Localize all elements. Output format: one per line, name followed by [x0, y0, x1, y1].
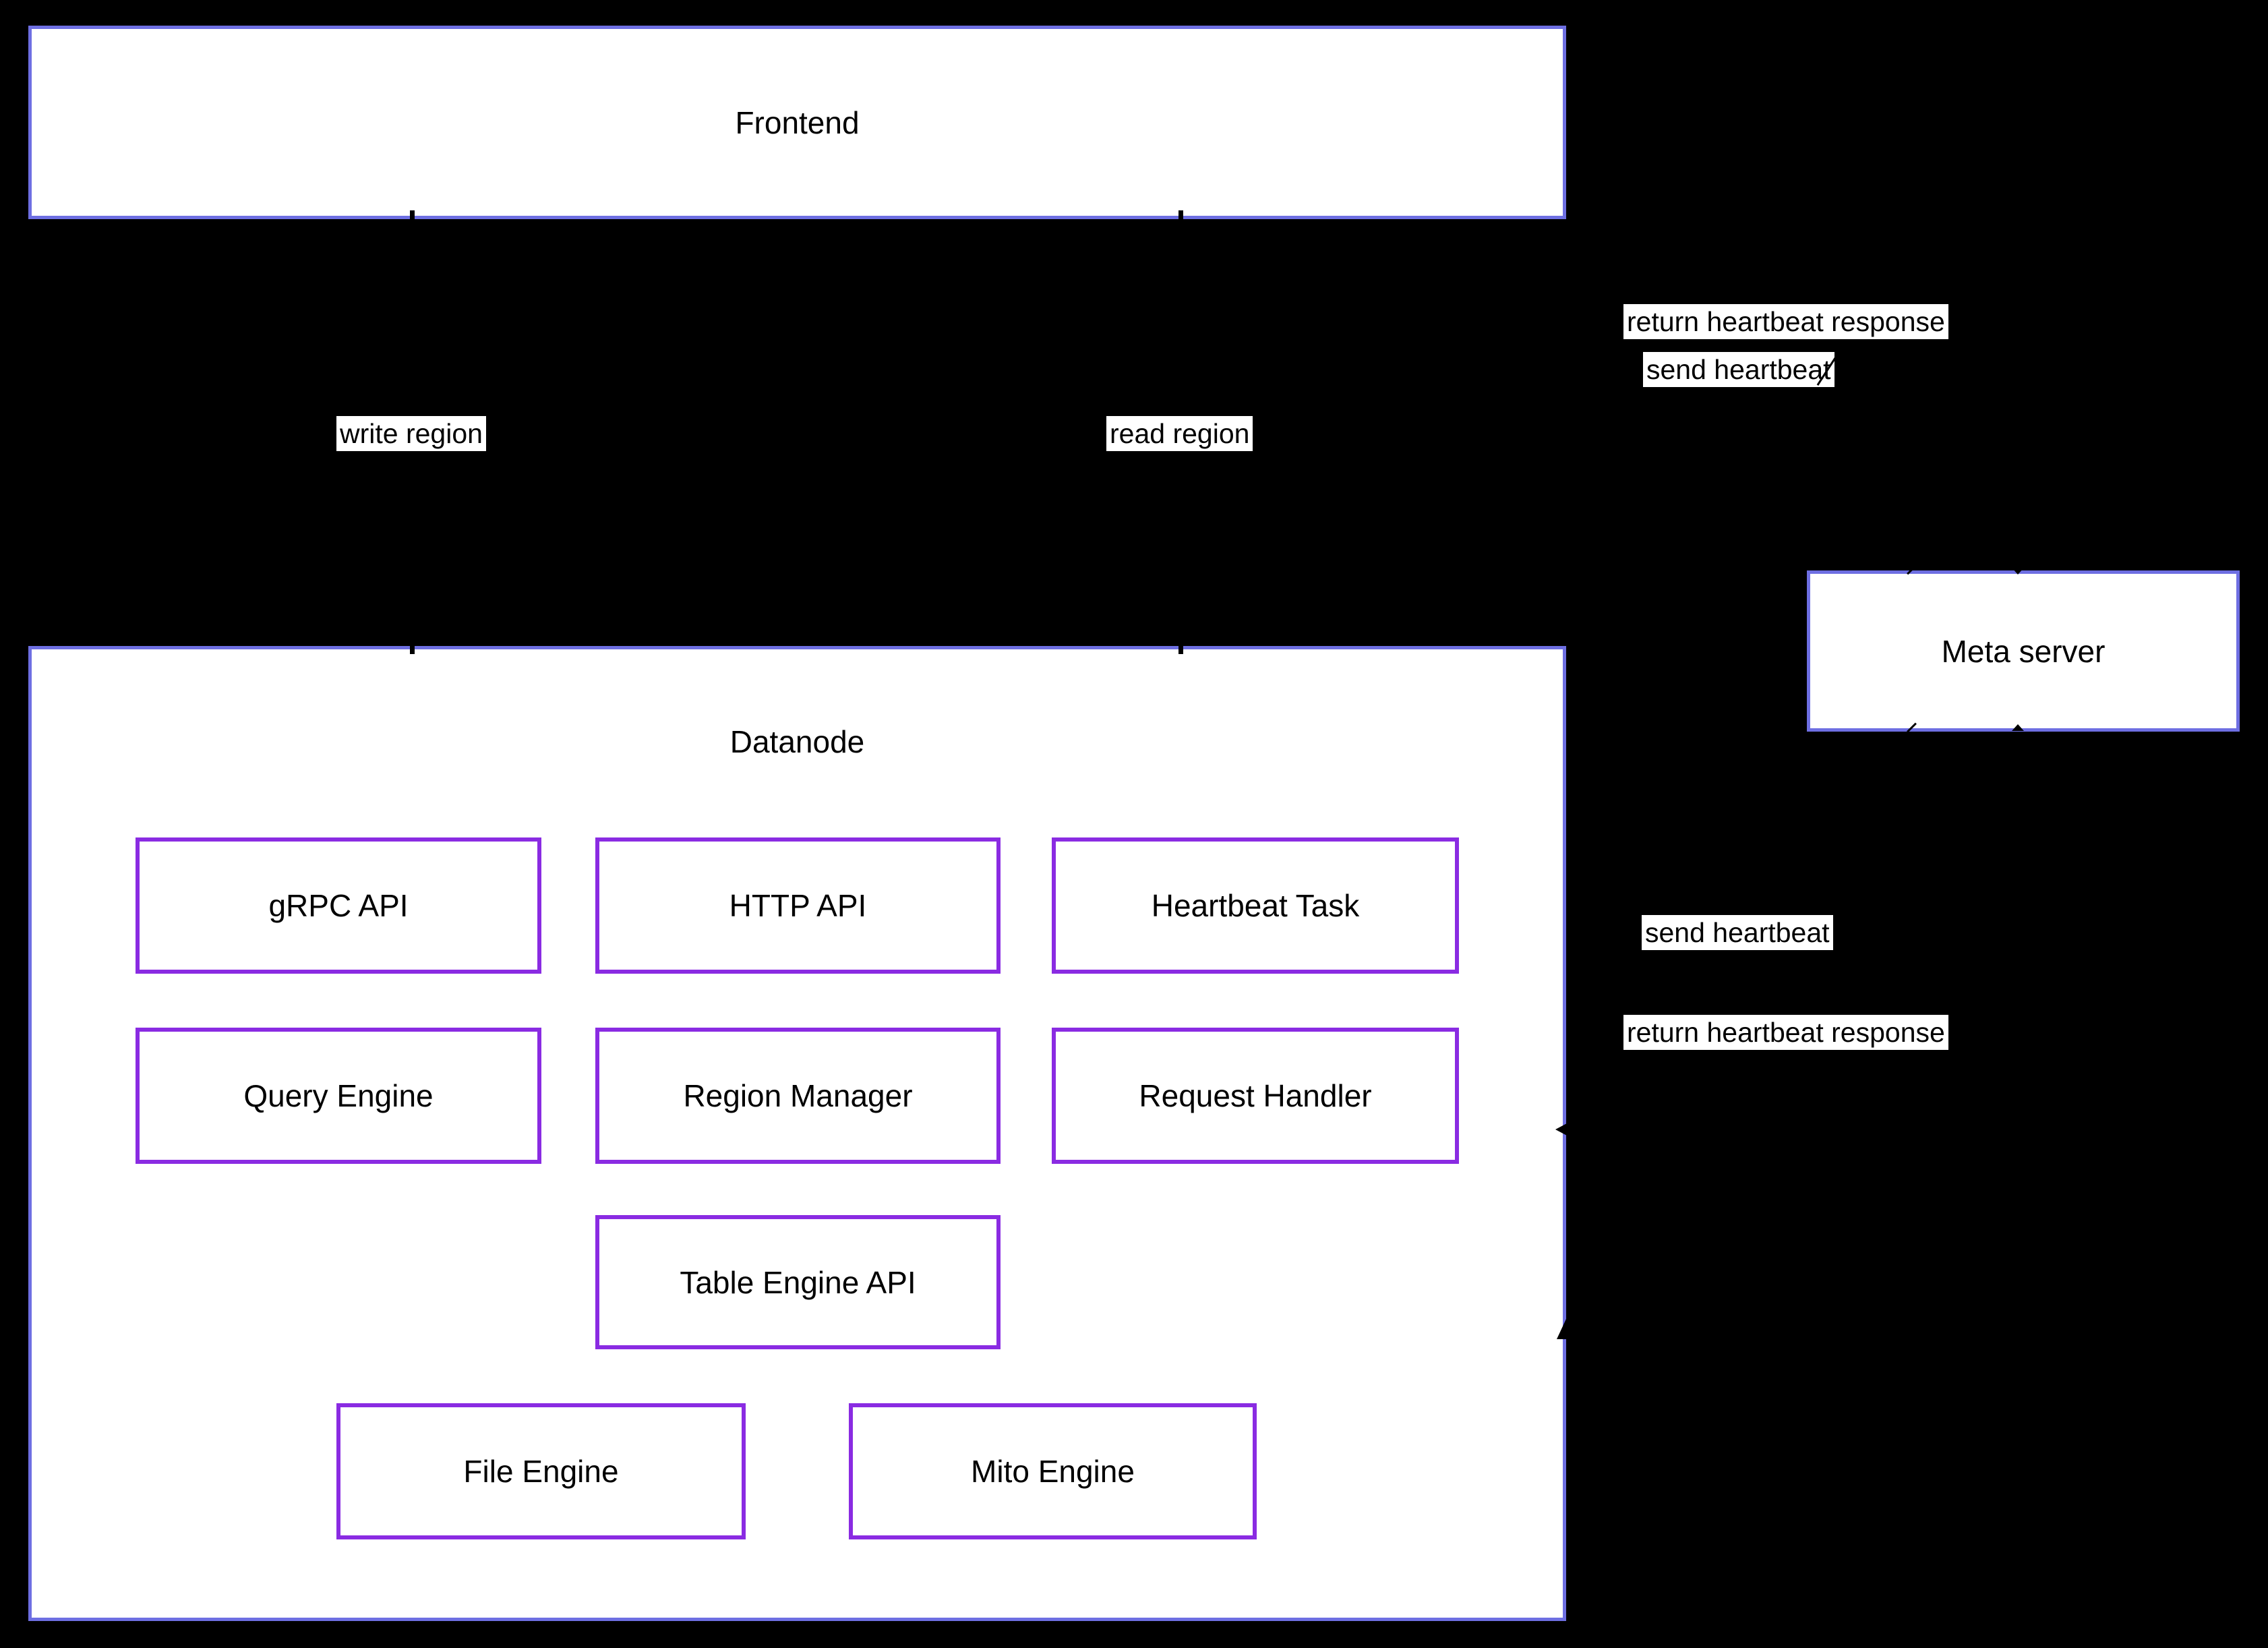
node-http-api: HTTP API [595, 837, 1001, 974]
frontend-label: Frontend [735, 105, 860, 140]
request-handler-label: Request Handler [1139, 1078, 1372, 1113]
node-mito-engine: Mito Engine [849, 1403, 1257, 1539]
heartbeat-task-label: Heartbeat Task [1151, 888, 1360, 923]
node-frontend: Frontend [28, 26, 1566, 219]
node-meta-server: Meta server [1807, 570, 2240, 732]
mito-engine-label: Mito Engine [971, 1454, 1135, 1489]
edge-label-return-heartbeat-mid: return heartbeat response [1623, 1015, 1948, 1050]
read-region-arrow-tick-icon [1178, 210, 1183, 224]
node-query-engine: Query Engine [136, 1028, 541, 1164]
node-request-handler: Request Handler [1052, 1028, 1459, 1164]
edge-label-send-heartbeat-top: send heartbeat [1643, 352, 1834, 387]
write-region-arrow-tick-icon [410, 210, 415, 224]
node-table-engine-api: Table Engine API [595, 1215, 1001, 1349]
file-engine-label: File Engine [463, 1454, 619, 1489]
send-heartbeat-mid-arrowhead-icon [2012, 724, 2024, 731]
send-heartbeat-arrowhead-icon [2012, 568, 2024, 575]
edge-label-write-region: write region [336, 416, 486, 451]
edge-label-send-heartbeat-mid: send heartbeat [1642, 915, 1833, 950]
edge-label-return-heartbeat-top: return heartbeat response [1623, 304, 1948, 339]
grpc-api-label: gRPC API [268, 888, 409, 923]
node-heartbeat-task: Heartbeat Task [1052, 837, 1459, 974]
table-engine-api-label: Table Engine API [680, 1264, 916, 1300]
http-api-label: HTTP API [729, 888, 867, 923]
write-region-arrowhead-icon [410, 641, 415, 654]
datanode-label: Datanode [729, 724, 865, 759]
edge-label-read-region: read region [1106, 416, 1253, 451]
node-file-engine: File Engine [336, 1403, 746, 1539]
node-region-manager: Region Manager [595, 1028, 1001, 1164]
meta-server-label: Meta server [1941, 633, 2106, 669]
node-grpc-api: gRPC API [136, 837, 541, 974]
query-engine-label: Query Engine [243, 1078, 434, 1113]
region-manager-label: Region Manager [683, 1078, 913, 1113]
read-region-arrowhead-icon [1178, 641, 1183, 654]
